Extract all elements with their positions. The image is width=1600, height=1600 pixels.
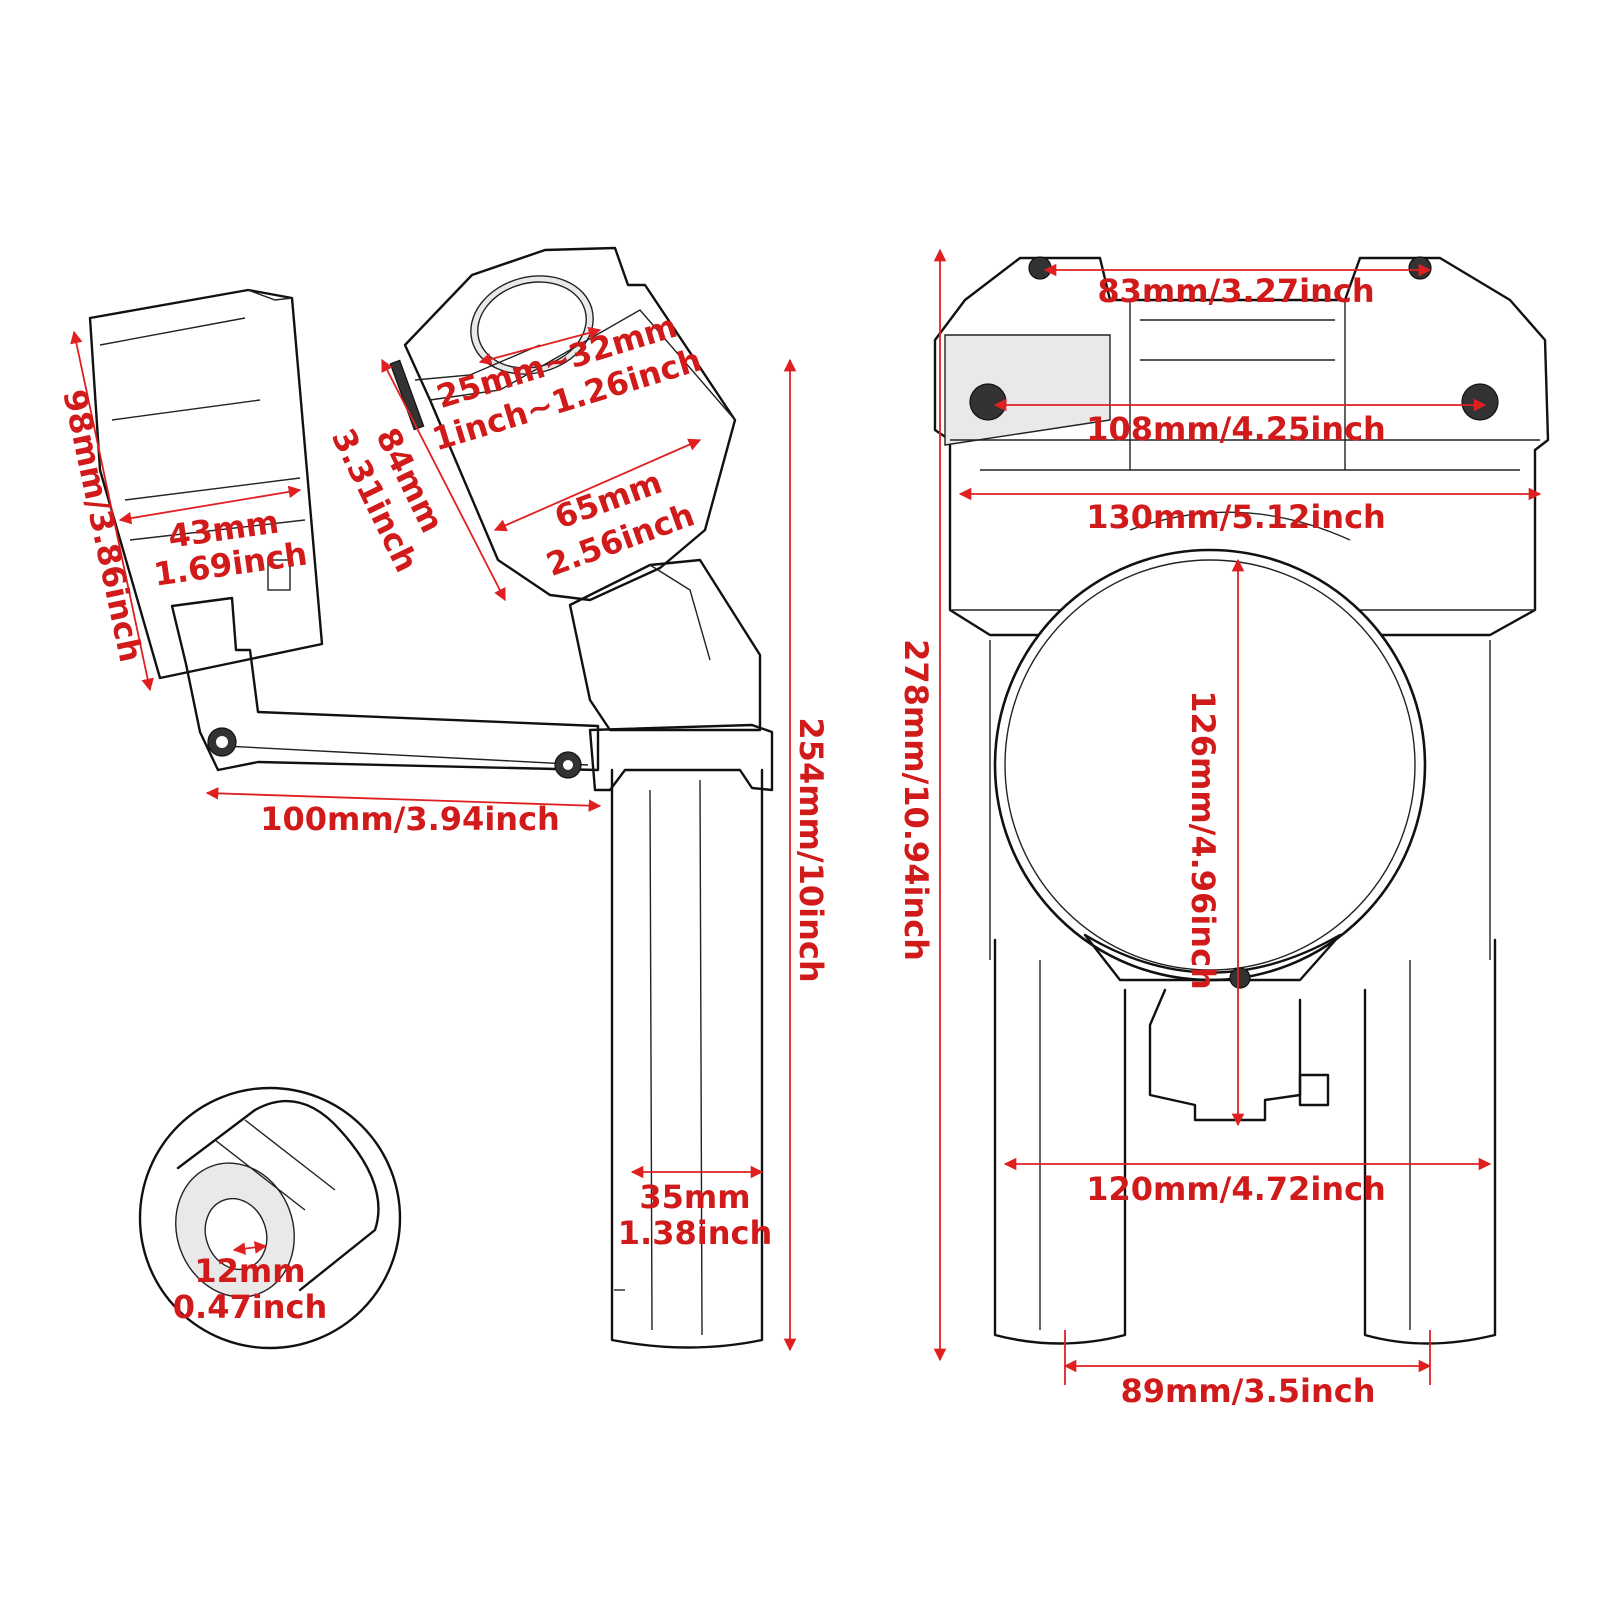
- label-overall-height: 278mm/10.94inch: [897, 639, 935, 961]
- label-bolt-spacing-clamp: 108mm/4.25inch: [1086, 410, 1386, 448]
- label-top-width: 130mm/5.12inch: [1086, 498, 1386, 536]
- label-cup-height: 98mm/3.86inch: [55, 386, 150, 665]
- dim-clamp-height-line: [381, 358, 506, 602]
- label-riser-height: 254mm/10inch: [792, 717, 830, 982]
- label-tube-diameter-mm: 35mm: [639, 1178, 750, 1216]
- bracket-bolt-right-center: [563, 760, 573, 770]
- dim-arm-length-line: [205, 787, 602, 812]
- dim-cup-width-line: [118, 485, 302, 525]
- dimension-lines: [70, 248, 1542, 1385]
- label-tube-span: 120mm/4.72inch: [1086, 1170, 1386, 1208]
- label-tube-spacing: 89mm/3.5inch: [1120, 1372, 1375, 1410]
- dim-hole-line: [232, 1241, 268, 1255]
- label-gauge-diameter: 126mm/4.96inch: [1184, 690, 1222, 990]
- label-bolt-spacing-top: 83mm/3.27inch: [1097, 272, 1374, 310]
- label-hole-inch: 0.47inch: [173, 1288, 327, 1326]
- dim-clamp-bore-line: [478, 326, 602, 366]
- label-arm-length: 100mm/3.94inch: [260, 800, 560, 838]
- label-hole-mm: 12mm: [194, 1252, 305, 1290]
- label-tube-diameter-inch: 1.38inch: [618, 1214, 772, 1252]
- detail-inset: [138, 1086, 402, 1350]
- dim-cup-height-line: [70, 330, 154, 692]
- dim-clamp-width-line: [493, 438, 702, 532]
- gauge-bracket: [170, 596, 600, 772]
- bracket-bolt-left-center: [216, 736, 228, 748]
